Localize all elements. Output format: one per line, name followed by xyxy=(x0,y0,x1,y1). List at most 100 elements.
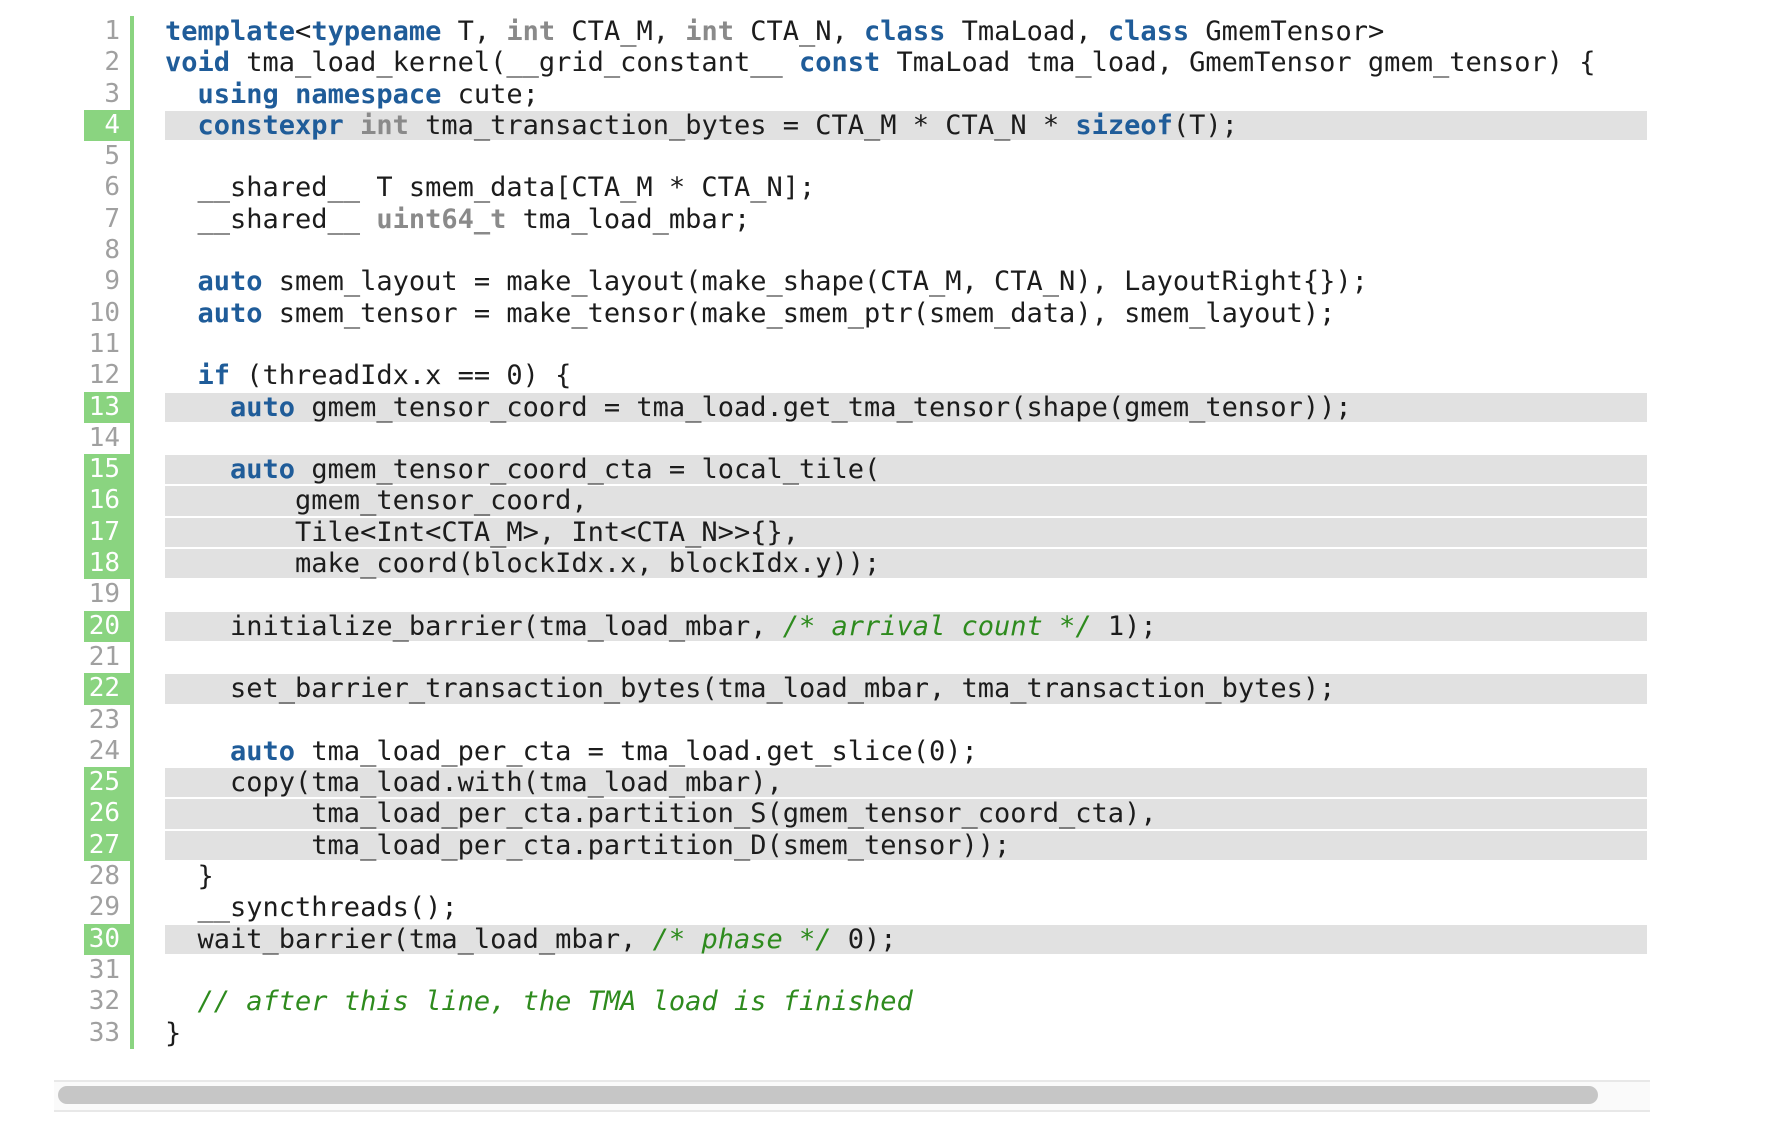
line-number: 7 xyxy=(104,203,120,234)
code-line: 9 auto smem_layout = make_layout(make_sh… xyxy=(0,266,1660,298)
gutter-divider xyxy=(130,704,134,736)
code-text: auto gmem_tensor_coord = tma_load.get_tm… xyxy=(165,392,1660,423)
line-number: 4 xyxy=(84,109,134,142)
code-token: copy(tma_load.with(tma_load_mbar), xyxy=(165,767,783,799)
line-gutter: 5 xyxy=(0,141,134,173)
horizontal-scrollbar[interactable] xyxy=(54,1080,1650,1112)
line-number: 33 xyxy=(88,1017,120,1048)
code-token: tma_load_per_cta.partition_D(smem_tensor… xyxy=(165,829,1011,861)
line-gutter: 30 xyxy=(0,923,134,955)
code-line: 2 void tma_load_kernel(__grid_constant__ … xyxy=(0,47,1660,79)
code-token: smem_tensor = make_tensor(make_smem_ptr(… xyxy=(262,297,1336,329)
gutter-divider xyxy=(130,892,134,924)
code-token: } xyxy=(165,1017,182,1049)
code-text xyxy=(165,235,1660,266)
line-number: 24 xyxy=(88,735,120,766)
keyword-token: class xyxy=(1107,16,1190,47)
code-line: 29 __syncthreads(); xyxy=(0,892,1660,924)
code-line: 16 gmem_tensor_coord, xyxy=(0,485,1660,517)
code-text: auto tma_load_per_cta = tma_load.get_sli… xyxy=(165,736,1660,767)
code-token xyxy=(165,298,198,329)
code-token xyxy=(165,360,198,391)
line-number: 2 xyxy=(104,47,120,78)
code-line: 22 set_barrier_transaction_bytes(tma_loa… xyxy=(0,673,1660,705)
line-highlight xyxy=(165,517,1647,548)
code-line: 10 auto smem_tensor = make_tensor(make_s… xyxy=(0,297,1660,329)
code-text: constexpr int tma_transaction_bytes = CT… xyxy=(165,110,1660,141)
line-number: 22 xyxy=(84,673,134,705)
code-token: tma_load_kernel(__grid_constant__ xyxy=(230,47,799,79)
code-token: gmem_tensor_coord = tma_load.get_tma_ten… xyxy=(295,391,1352,423)
code-token: } xyxy=(165,861,214,893)
code-token: CTA_M, xyxy=(555,16,686,47)
code-viewer: 1 template<typename T, int CTA_M, int CTA… xyxy=(0,16,1660,1049)
code-text xyxy=(165,705,1660,736)
line-number: 6 xyxy=(104,172,120,203)
code-token: tma_load_mbar; xyxy=(506,203,751,235)
keyword-token: const xyxy=(798,47,881,79)
line-gutter: 33 xyxy=(0,1017,134,1049)
line-gutter: 1 xyxy=(0,16,134,48)
gutter-divider xyxy=(130,47,134,79)
code-text: auto smem_layout = make_layout(make_shap… xyxy=(165,266,1660,297)
line-gutter: 10 xyxy=(0,297,134,329)
keyword-token: auto xyxy=(230,735,296,767)
scrollbar-thumb[interactable] xyxy=(58,1086,1598,1104)
gutter-divider xyxy=(130,485,134,517)
line-highlight xyxy=(165,674,1647,704)
line-highlight xyxy=(165,611,1647,641)
line-gutter: 8 xyxy=(0,235,134,267)
code-token: tma_load_per_cta = tma_load.get_slice(0)… xyxy=(295,735,978,767)
line-number: 29 xyxy=(88,892,120,923)
code-token: set_barrier_transaction_bytes(tma_load_m… xyxy=(165,673,1336,705)
code-line: 21 xyxy=(0,641,1660,674)
line-gutter: 27 xyxy=(0,829,134,862)
code-text: make_coord(blockIdx.x, blockIdx.y)); xyxy=(165,548,1660,579)
gutter-divider xyxy=(130,1017,134,1049)
gutter-divider xyxy=(130,266,134,298)
code-token: __shared__ T smem_data[CTA_M * CTA_N]; xyxy=(165,172,816,204)
gutter-divider xyxy=(130,579,134,611)
line-highlight xyxy=(165,455,1647,485)
line-number: 18 xyxy=(84,548,134,580)
code-line: 23 xyxy=(0,704,1660,736)
line-gutter: 18 xyxy=(0,548,134,580)
code-token: cute; xyxy=(441,78,539,110)
line-highlight xyxy=(165,799,1647,829)
keyword-token: class xyxy=(864,16,946,47)
line-gutter: 22 xyxy=(0,673,134,705)
code-text: template<typename T, int CTA_M, int CTA_… xyxy=(165,16,1660,47)
code-text: __shared__ uint64_t tma_load_mbar; xyxy=(165,204,1660,235)
code-token: tma_transaction_bytes = CTA_M * CTA_N * xyxy=(408,109,1076,141)
code-text: wait_barrier(tma_load_mbar, /* phase */ … xyxy=(165,924,1660,955)
code-text: void tma_load_kernel(__grid_constant__ c… xyxy=(165,47,1660,78)
code-text: using namespace cute; xyxy=(165,79,1660,110)
code-line: 26 tma_load_per_cta.partition_S(gmem_ten… xyxy=(0,798,1660,830)
code-token: gmem_tensor_coord_cta = local_tile( xyxy=(295,454,881,486)
code-line: 14 xyxy=(0,422,1660,455)
line-gutter: 9 xyxy=(0,266,134,298)
keyword-token: namespace xyxy=(295,78,442,110)
code-token xyxy=(165,79,198,110)
gutter-divider xyxy=(130,235,134,267)
comment-token: /* phase */ xyxy=(652,923,832,955)
gutter-divider xyxy=(130,328,134,361)
line-number: 12 xyxy=(88,360,120,391)
code-token xyxy=(279,79,295,110)
line-number: 19 xyxy=(88,579,120,610)
code-token: 0); xyxy=(831,923,897,955)
code-token: TmaLoad tma_load, GmemTensor gmem_tensor… xyxy=(880,47,1596,79)
code-text: tma_load_per_cta.partition_D(smem_tensor… xyxy=(165,830,1660,861)
code-token: tma_load_per_cta.partition_S(gmem_tensor… xyxy=(165,798,1157,830)
gutter-divider xyxy=(130,767,134,799)
type-token: int xyxy=(685,16,734,47)
line-gutter: 13 xyxy=(0,391,134,423)
gutter-divider xyxy=(130,986,134,1018)
line-gutter: 29 xyxy=(0,892,134,924)
code-token: GmemTensor> xyxy=(1189,16,1385,47)
comment-token: // after this line, the TMA load is fini… xyxy=(197,986,913,1018)
keyword-token: using xyxy=(197,78,279,110)
code-text: initialize_barrier(tma_load_mbar, /* arr… xyxy=(165,611,1660,642)
code-token: initialize_barrier(tma_load_mbar, xyxy=(165,610,783,642)
code-line: 4 constexpr int tma_transaction_bytes = … xyxy=(0,109,1660,142)
